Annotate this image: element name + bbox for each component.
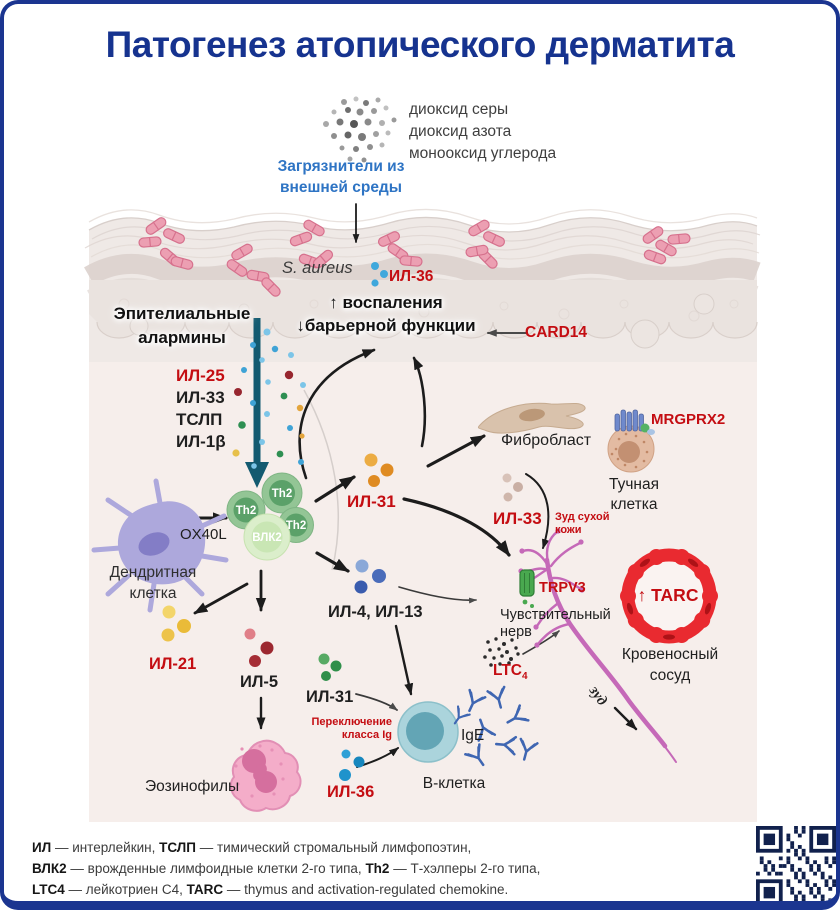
il31-bottom-dots-icon <box>318 653 342 681</box>
legend-term: TARC <box>186 882 224 897</box>
ox40l-label: OX40L <box>180 526 227 543</box>
th2-label: Th2 <box>286 520 306 532</box>
card14-label: CARD14 <box>525 324 588 341</box>
ige-label: IgE <box>461 727 485 744</box>
pollution-dots-icon <box>323 96 397 163</box>
pollution-source-label: Загрязнители из внешней среды <box>277 158 405 196</box>
mast-cell-label: Тучная клетка <box>609 476 659 513</box>
legend-def: — лейкотриен C4, <box>64 882 187 897</box>
mast-cell-icon <box>607 409 655 473</box>
il31-top-dots-icon <box>364 453 394 487</box>
pollution-substances-label: диоксид серы диоксид азота монооксид угл… <box>409 101 557 162</box>
trpv3-label: TRPV3 <box>539 580 586 596</box>
dendritic-cell-icon <box>91 478 229 613</box>
sensory-nerve-icon <box>518 528 677 763</box>
legend-term: ТСЛП <box>159 840 196 855</box>
legend-def: — thymus and activation-regulated chemok… <box>223 882 509 897</box>
legend-line-1: ИЛ — интерлейкин, ТСЛП — тимический стро… <box>32 837 742 858</box>
legend-line-3: LTC4 — лейкотриен C4, TARC — thymus and … <box>32 879 742 900</box>
il31-bottom-label: ИЛ-31 <box>306 688 354 706</box>
ltc4-text: LTC <box>493 662 522 679</box>
mrgprx2-receptor-icon <box>614 409 655 435</box>
legend-term: Th2 <box>365 861 390 876</box>
inflammation-label: ↑ воспаления ↓барьерной функции <box>296 293 476 335</box>
il36-top-label: ИЛ-36 <box>389 268 434 285</box>
fibroblast-icon <box>477 402 586 434</box>
dendritic-cell-label: Дендритная клетка <box>109 564 197 602</box>
th2-ilc2-cluster-icon: Th2 Th2 Th2 ВЛК2 <box>226 472 314 561</box>
tslp-label: ТСЛП <box>176 410 223 429</box>
qr-code <box>756 826 836 901</box>
tarc-label: ↑ TARC <box>637 585 699 605</box>
eosinophil-icon <box>229 739 302 812</box>
ilc2-label: ВЛК2 <box>252 532 282 544</box>
mrgprx2-label: MRGPRX2 <box>651 411 726 428</box>
th2-label: Th2 <box>272 488 292 500</box>
class-switch-label: Переключение класса Ig <box>311 716 393 741</box>
il33-right-dots-icon <box>502 473 523 502</box>
th2-label: Th2 <box>236 505 256 517</box>
il36-top-dots-icon <box>371 262 388 287</box>
il21-dots-icon <box>161 605 191 642</box>
dry-itch-label: Зуд сухой кожи <box>555 511 610 536</box>
il4-13-dots-icon <box>354 559 386 594</box>
legend-term: LTC4 <box>32 882 65 897</box>
eosinophils-label: Эозинофилы <box>145 778 240 795</box>
ltc4-sub: 4 <box>521 671 528 683</box>
il5-dots-icon <box>244 628 274 667</box>
il1b-label: ИЛ-1β <box>176 432 226 451</box>
legend-def: — тимический стромальный лимфопоэтин, <box>195 840 472 855</box>
flow-arrows <box>180 203 638 768</box>
il21-label: ИЛ-21 <box>149 655 197 673</box>
b-cell-icon <box>397 701 471 763</box>
ltc4-label: LTC4 <box>493 661 528 687</box>
diagram-canvas: Th2 Th2 Th2 ВЛК2 <box>4 96 840 822</box>
legend-def: — врожденные лимфоидные клетки 2-го типа… <box>66 861 366 876</box>
il33-right-label: ИЛ-33 <box>493 509 542 528</box>
page-title: Патогенез атопического дерматита <box>105 24 735 65</box>
fibroblast-label: Фибробласт <box>501 432 592 449</box>
legend-term: ИЛ <box>32 840 52 855</box>
il36-bottom-dots-icon <box>339 749 365 781</box>
legend-def: — интерлейкин, <box>51 840 160 855</box>
alarmin-arrow <box>245 318 269 488</box>
blood-vessel-label: Кровеносный сосуд <box>621 646 719 684</box>
blood-vessel-icon <box>620 548 718 644</box>
il33-label: ИЛ-33 <box>176 388 225 407</box>
il25-label: ИЛ-25 <box>176 366 225 385</box>
il31-top-label: ИЛ-31 <box>347 492 396 511</box>
il5-label: ИЛ-5 <box>240 673 279 691</box>
b-cell-label: В-клетка <box>422 775 486 792</box>
decorative-arc <box>303 389 340 571</box>
legend-def: — Т-хэлперы 2-го типа, <box>389 861 541 876</box>
alarmin-dots-icon <box>232 328 306 469</box>
trpv3-channel-icon <box>519 569 535 608</box>
il36-bottom-label: ИЛ-36 <box>327 783 375 801</box>
legend-term: ВЛК2 <box>32 861 67 876</box>
sensory-nerve-label: Чувствительный нерв <box>500 607 611 640</box>
il4-13-label: ИЛ-4, ИЛ-13 <box>328 603 423 621</box>
legend: ИЛ — интерлейкин, ТСЛП — тимический стро… <box>32 837 742 900</box>
ltc4-dots-icon <box>483 637 520 667</box>
s-aureus-label: S. aureus <box>282 259 353 277</box>
alarmins-label: Эпителиальные алармины <box>113 304 251 347</box>
legend-line-2: ВЛК2 — врожденные лимфоидные клетки 2-го… <box>32 858 742 879</box>
